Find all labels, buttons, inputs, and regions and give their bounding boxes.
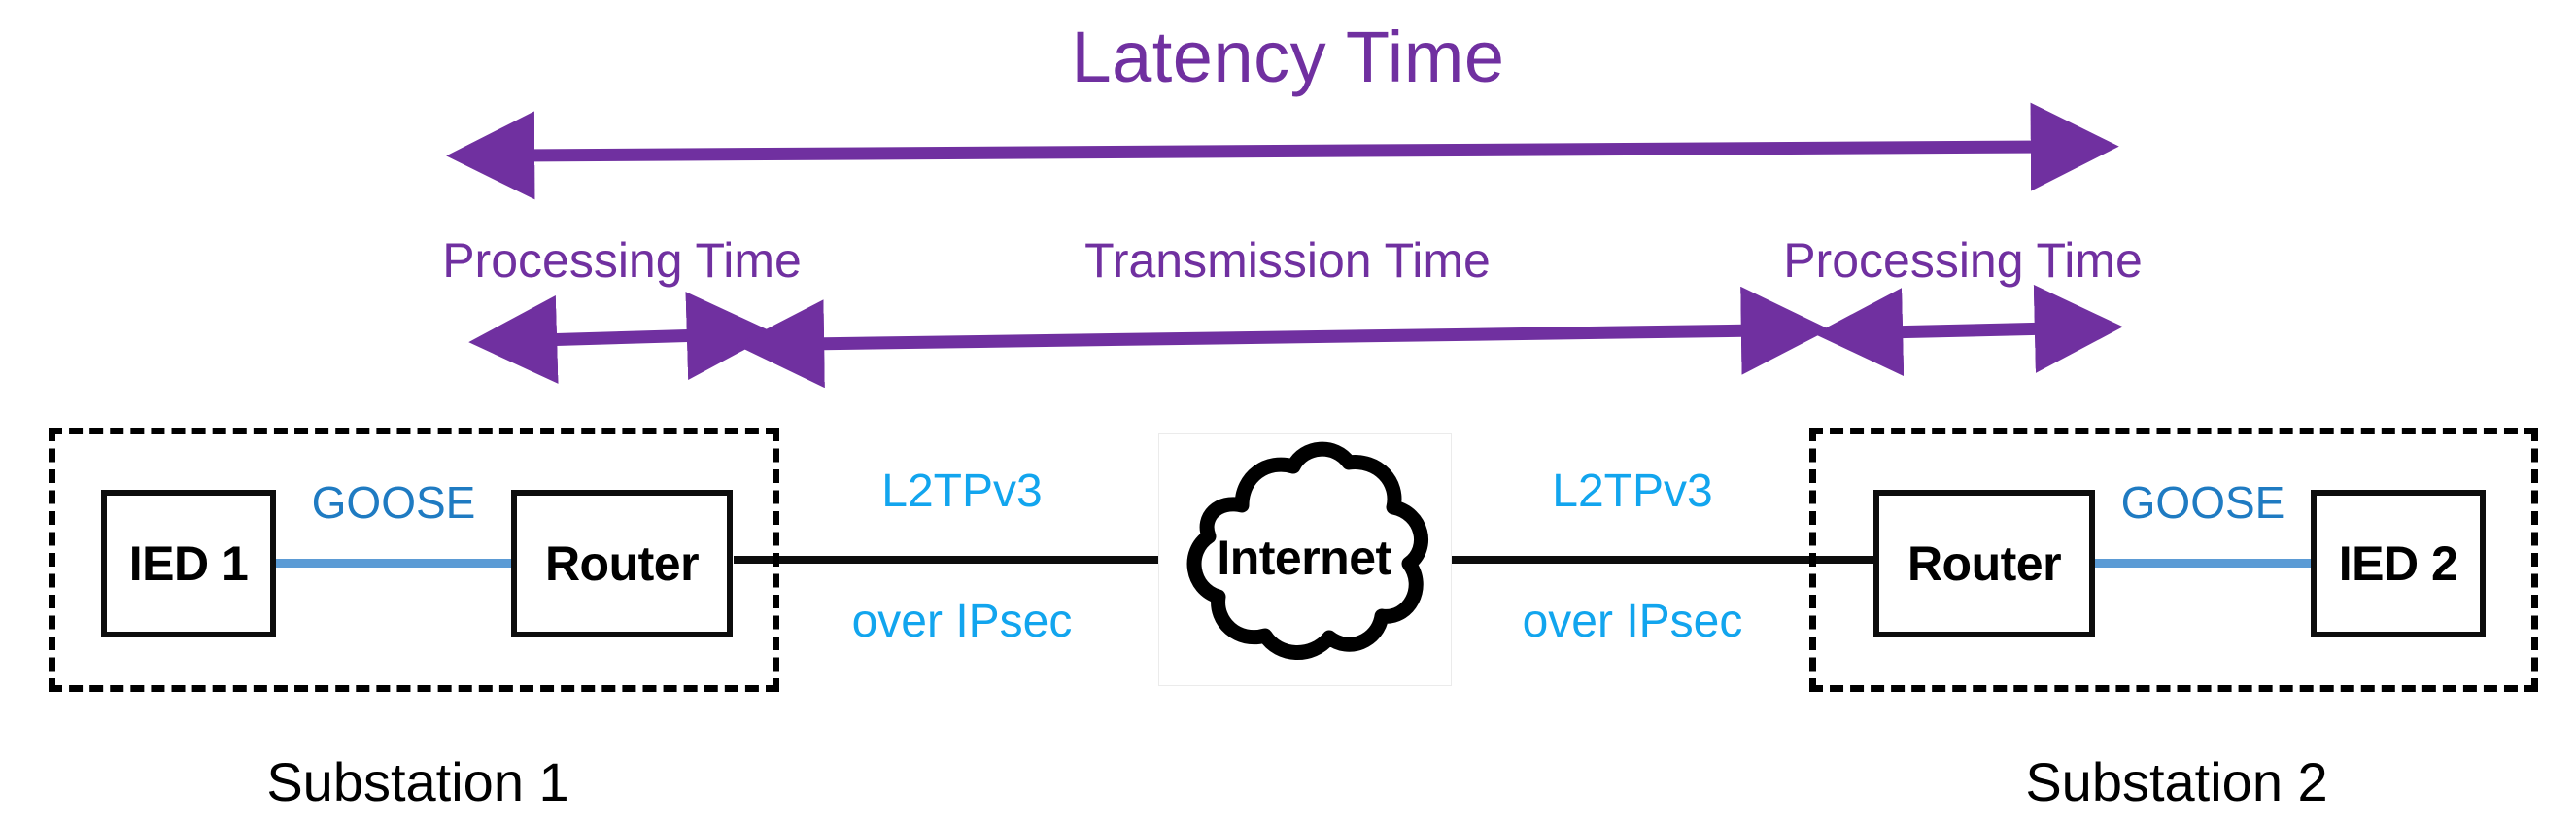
internet-cloud-label-wrap: Internet (1158, 531, 1450, 585)
node-router-1-label: Router (544, 536, 700, 591)
node-router-2-label: Router (1906, 536, 2062, 591)
substation-2-boundary (1809, 428, 2538, 692)
node-ied-1[interactable]: IED 1 (101, 490, 276, 637)
node-router-2[interactable]: Router (1873, 490, 2095, 637)
double-headed-arrow-transmission (736, 286, 1830, 389)
processing-time-label-2: Processing Time (1783, 233, 2143, 288)
goose-link-1 (276, 559, 511, 568)
internet-cloud-icon (1186, 441, 1428, 660)
tunnel-right-line1: L2TPv3 (1552, 465, 1713, 517)
goose-link-2 (2095, 559, 2311, 568)
wan-link-left (734, 556, 1171, 564)
processing-time-label-1: Processing Time (442, 233, 802, 288)
tunnel-left-line1: L2TPv3 (881, 465, 1043, 517)
double-headed-arrow-processing-1 (468, 292, 775, 384)
wan-link-right (1426, 556, 1873, 564)
tunnel-left-line2: over IPsec (851, 596, 1073, 647)
node-ied-2[interactable]: IED 2 (2311, 490, 2486, 637)
internet-cloud-label: Internet (1217, 531, 1391, 585)
substation-2-caption: Substation 2 (2025, 751, 2328, 812)
node-router-1[interactable]: Router (511, 490, 733, 637)
node-ied-2-label: IED 2 (2338, 536, 2458, 591)
double-headed-arrow-processing-2 (1814, 284, 2123, 377)
substation-1-caption: Substation 1 (266, 751, 569, 812)
goose-label-2: GOOSE (2120, 477, 2285, 528)
substation-1-boundary (49, 428, 779, 692)
double-headed-arrow-latency (446, 102, 2119, 200)
transmission-time-label: Transmission Time (1084, 233, 1491, 288)
goose-label-1: GOOSE (311, 477, 476, 528)
node-ied-1-label: IED 1 (128, 536, 249, 591)
latency-time-title: Latency Time (1071, 17, 1505, 97)
tunnel-right-line2: over IPsec (1522, 596, 1743, 647)
